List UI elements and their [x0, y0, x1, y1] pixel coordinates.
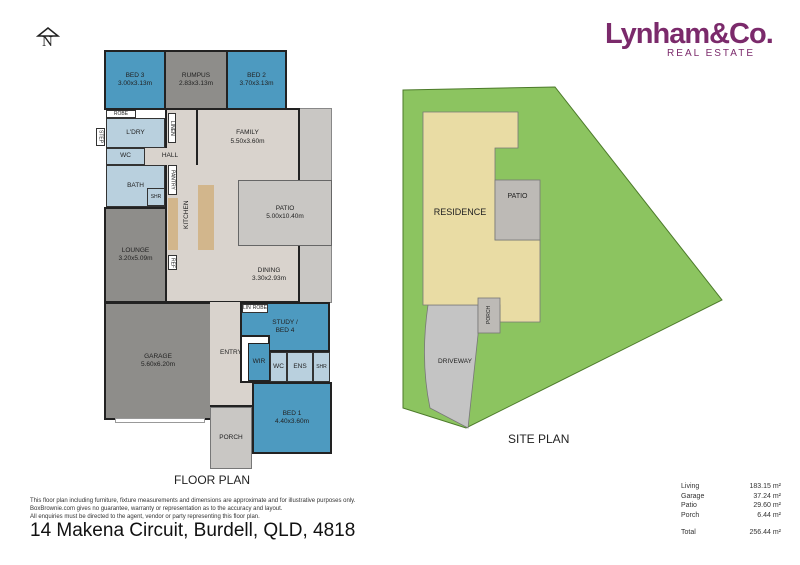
disclaimer-line: All enquiries must be directed to the ag…	[30, 514, 260, 520]
room-hall: HALL	[145, 148, 195, 165]
disclaimer-line: This floor plan including furniture, fix…	[30, 498, 356, 504]
logo-brand: Lynham&Co.	[605, 18, 774, 50]
property-address: 14 Makena Circuit, Burdell, QLD, 4818	[30, 520, 356, 541]
room-shr: SHR	[147, 188, 165, 206]
room-laundry: L'DRY	[106, 118, 165, 148]
room-wc2: WC	[270, 352, 287, 382]
logo-tagline: REAL ESTATE	[667, 48, 755, 59]
logo: Lynham&Co. REAL ESTATE	[605, 18, 774, 59]
room-pantry: PANTRY	[168, 165, 177, 195]
step: STEP	[96, 128, 105, 146]
room-wc: WC	[106, 148, 145, 165]
site-residence-label: RESIDENCE	[433, 207, 487, 218]
disclaimer: This floor plan including furniture, fix…	[30, 497, 355, 521]
driveway	[424, 304, 479, 429]
room-wir: WIR	[248, 343, 270, 381]
room-linen: LINEN	[168, 113, 176, 143]
kitchen-island	[198, 185, 214, 250]
site-porch-label: PORCH	[485, 305, 492, 325]
kitchen-bench	[168, 198, 178, 250]
room-porch: PORCH	[210, 407, 252, 469]
site-driveway-label: DRIVEWAY	[438, 357, 472, 365]
north-arrow-icon: N	[35, 26, 61, 52]
site-porch	[477, 297, 501, 334]
site-patio-label: PATIO	[507, 192, 528, 200]
room-shr2: SHR	[313, 352, 330, 382]
floor-plan-title: FLOOR PLAN	[174, 473, 251, 487]
garage-door	[115, 418, 205, 423]
site-patio	[494, 179, 541, 241]
disclaimer-line: BoxBrownie.com gives no guarantee, warra…	[30, 506, 283, 512]
room-ens: ENS	[287, 352, 313, 382]
site-plan-title: SITE PLAN	[508, 432, 570, 446]
room-robe: ROBE	[106, 110, 136, 118]
room-ref: REF	[168, 255, 177, 270]
